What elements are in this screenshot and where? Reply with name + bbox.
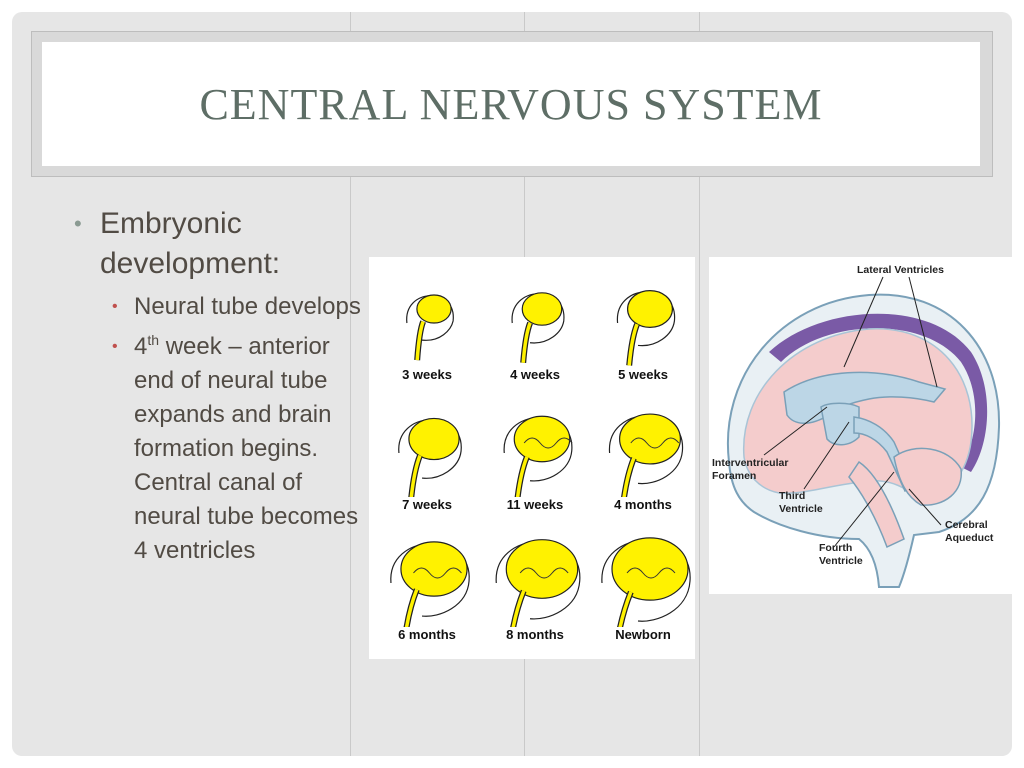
brain-stage-icon xyxy=(406,294,454,361)
sub-bullet-text: week – anterior end of neural tube expan… xyxy=(134,333,359,564)
development-stage: 6 months xyxy=(375,523,479,649)
ventricles-figure: Lateral Ventricles Interventricular Fora… xyxy=(709,257,1012,594)
third-ventricle-label: Third Ventricle xyxy=(779,490,823,515)
stage-label: Newborn xyxy=(615,627,671,642)
sub-bullet-text: Neural tube develops xyxy=(134,293,361,320)
development-stage: 5 weeks xyxy=(591,263,695,389)
development-stage: 4 weeks xyxy=(483,263,587,389)
ordinal-suffix: th xyxy=(147,332,160,348)
bullet-item: • Embryonic development: xyxy=(74,204,364,284)
bullet-dot-icon: • xyxy=(74,211,82,236)
bullet-dot-icon: • xyxy=(112,298,118,315)
brain-development-figure: 3 weeks 4 weeks 5 weeks 7 weeks 11 weeks 4 mo… xyxy=(369,257,695,659)
stage-label: 6 months xyxy=(398,627,456,642)
cerebral-aqueduct-label: Cerebral Aqueduct xyxy=(945,519,994,544)
development-stage: 4 months xyxy=(591,393,695,519)
stage-label: 7 weeks xyxy=(402,497,452,512)
stage-label: 4 months xyxy=(614,497,672,512)
stage-label: 11 weeks xyxy=(506,497,564,512)
sub-bullet-item: • 4th week – anterior end of neural tube… xyxy=(74,330,364,568)
development-stage: 3 weeks xyxy=(375,263,479,389)
interventricular-foramen-label: Interventricular Foramen xyxy=(712,457,789,482)
development-stage: Newborn xyxy=(591,523,695,649)
stage-label: 4 weeks xyxy=(510,367,560,382)
development-stage: 11 weeks xyxy=(483,393,587,519)
slide: CENTRAL NERVOUS SYSTEM • Embryonic devel… xyxy=(12,12,1012,756)
stage-label: 3 weeks xyxy=(402,367,452,382)
brain-stage-icon xyxy=(390,541,470,627)
slide-title: CENTRAL NERVOUS SYSTEM xyxy=(199,79,823,129)
brain-stage-icon xyxy=(608,413,684,497)
title-box: CENTRAL NERVOUS SYSTEM xyxy=(42,42,980,166)
background-divider xyxy=(350,12,351,756)
brain-stage-icon xyxy=(511,292,565,364)
development-stage: 7 weeks xyxy=(375,393,479,519)
fourth-ventricle-label: Fourth Ventricle xyxy=(819,542,863,567)
bullet-list: • Embryonic development: • Neural tube d… xyxy=(74,204,364,568)
bullet-dot-icon: • xyxy=(112,338,118,355)
bullet-text: Embryonic development: xyxy=(100,207,281,280)
stage-label: 8 months xyxy=(506,627,564,642)
brain-stage-icon xyxy=(616,290,676,366)
development-stage: 8 months xyxy=(483,523,587,649)
stage-label: 5 weeks xyxy=(618,367,668,382)
sub-bullet-text-prefix: 4 xyxy=(134,333,148,360)
brain-stage-icon xyxy=(398,417,462,497)
brain-stage-icon xyxy=(601,537,691,627)
ventricles-illustration xyxy=(726,276,1001,588)
brain-stage-icon xyxy=(503,415,573,497)
brain-stage-icon xyxy=(495,539,581,627)
sub-bullet-item: • Neural tube develops xyxy=(74,290,364,324)
lateral-ventricles-label: Lateral Ventricles xyxy=(857,264,944,276)
background-divider xyxy=(699,12,700,756)
